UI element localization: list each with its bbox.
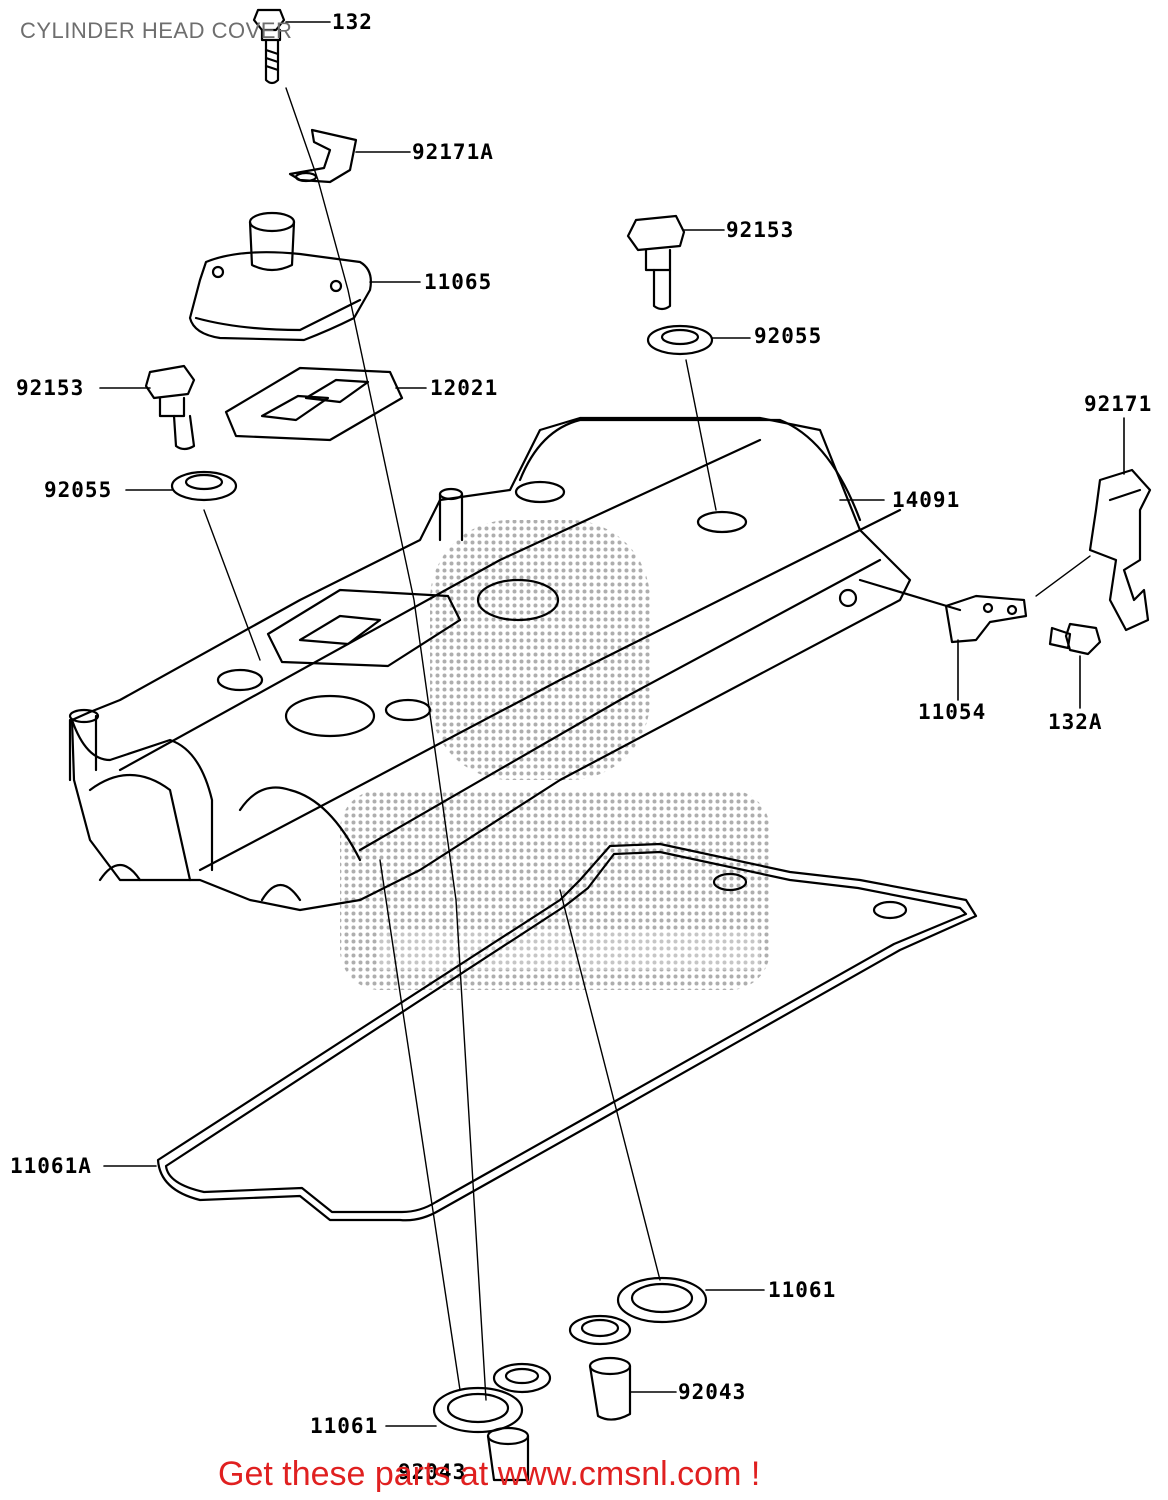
callout-11065[interactable]: 11065 xyxy=(424,270,493,294)
callout-14091[interactable]: 14091 xyxy=(892,488,961,512)
washer-92055-top xyxy=(646,324,714,356)
bolt-132A xyxy=(1048,622,1102,656)
seal-11061-right xyxy=(568,1276,708,1346)
callout-92055-top[interactable]: 92055 xyxy=(754,324,823,348)
callout-92171[interactable]: 92171 xyxy=(1084,392,1153,416)
bolt-92153-left xyxy=(144,364,196,451)
bolt-92153-top xyxy=(626,214,686,311)
diagram-title: CYLINDER HEAD COVER xyxy=(20,18,293,43)
gasket-12021 xyxy=(224,366,404,442)
breather-cover-11065 xyxy=(188,211,372,342)
clip-92171 xyxy=(1088,468,1152,632)
callout-11061-left[interactable]: 11061 xyxy=(310,1414,379,1438)
bracket-11054 xyxy=(944,594,1028,644)
bracket-92171A xyxy=(288,128,358,184)
callout-92171A[interactable]: 92171A xyxy=(412,140,494,164)
callout-92153-left[interactable]: 92153 xyxy=(16,376,85,400)
callout-11054[interactable]: 11054 xyxy=(918,700,987,724)
callout-11061A[interactable]: 11061A xyxy=(10,1154,92,1178)
callout-leader-lines xyxy=(99,21,1125,1427)
cylinder-head-cover-14091 xyxy=(68,416,962,912)
gasket-11061A xyxy=(156,842,978,1222)
assembly-guide-lines xyxy=(203,87,1091,1401)
seal-11061-left xyxy=(432,1362,552,1434)
bolt-132 xyxy=(252,8,286,85)
callout-11061-right[interactable]: 11061 xyxy=(768,1278,837,1302)
callout-132[interactable]: 132 xyxy=(332,10,373,34)
dowel-92043-right xyxy=(588,1356,632,1421)
promo-link[interactable]: Get these parts at www.cmsnl.com ! xyxy=(218,1455,761,1493)
callout-92043-bottom[interactable]: 92043 xyxy=(398,1460,467,1484)
callout-132A[interactable]: 132A xyxy=(1048,710,1103,734)
washer-92055-left xyxy=(170,470,238,502)
callout-92043-right[interactable]: 92043 xyxy=(678,1380,747,1404)
dowel-92043-bottom xyxy=(486,1426,530,1482)
callout-12021[interactable]: 12021 xyxy=(430,376,499,400)
callout-92055-left[interactable]: 92055 xyxy=(44,478,113,502)
callout-92153-top[interactable]: 92153 xyxy=(726,218,795,242)
